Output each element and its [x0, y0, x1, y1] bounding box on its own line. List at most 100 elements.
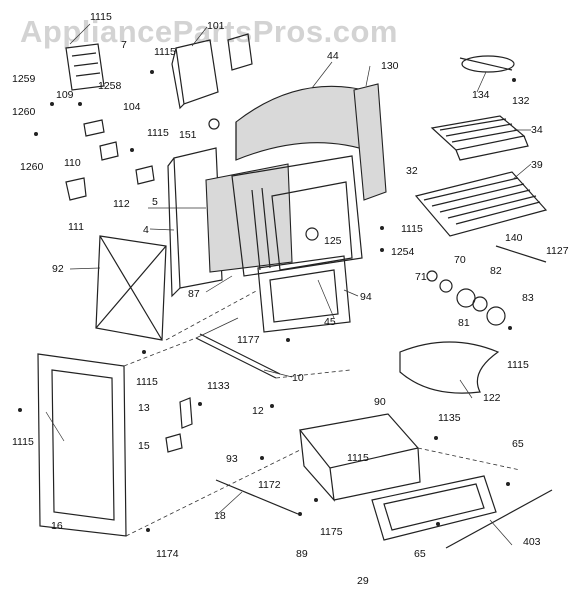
callout-65: 65 — [512, 438, 524, 450]
callout-151: 151 — [179, 129, 197, 141]
callout-1177: 1177 — [237, 334, 260, 346]
callout-1115: 1115 — [136, 376, 158, 388]
callout-81: 81 — [458, 317, 470, 329]
dash-2 — [123, 337, 197, 367]
part-panel-92 — [95, 235, 167, 341]
callout-130: 130 — [381, 60, 399, 72]
part-70 — [439, 279, 453, 293]
callout-89: 89 — [296, 548, 308, 560]
callout-65: 65 — [414, 548, 426, 560]
callout-70: 70 — [454, 254, 466, 266]
part-134 — [459, 55, 515, 73]
part-light-125 — [305, 227, 319, 241]
part-112 — [135, 165, 155, 185]
part-151 — [208, 118, 220, 130]
callout-1115: 1115 — [507, 359, 529, 371]
callout-109: 109 — [56, 89, 74, 101]
callout-1258: 1258 — [98, 80, 122, 92]
part-bracket-top — [227, 33, 253, 71]
callout-94: 94 — [360, 291, 372, 303]
callout-18: 18 — [214, 510, 226, 522]
callout-12: 12 — [252, 405, 264, 417]
screw-132 — [512, 78, 516, 82]
part-81 — [456, 288, 476, 308]
callout-labels: 1115 101 7 44 130 1115 134 132 1259 1258… — [12, 11, 569, 587]
part-oven-liner-5 — [205, 163, 293, 273]
callout-5: 5 — [152, 196, 158, 208]
callout-1260: 1260 — [12, 106, 36, 118]
part-frame-4 — [167, 147, 223, 298]
callout-1254: 1254 — [391, 246, 415, 258]
callout-10: 10 — [292, 372, 304, 384]
part-broil-pan-34 — [430, 115, 529, 161]
callout-1135: 1135 — [438, 412, 461, 424]
callout-101: 101 — [207, 20, 225, 32]
callout-1133: 1133 — [207, 380, 230, 392]
callout-104: 104 — [123, 101, 141, 113]
callout-34: 34 — [531, 124, 543, 136]
part-rod-403 — [445, 489, 553, 549]
callout-13: 13 — [138, 402, 150, 414]
part-oven-rack-39 — [414, 171, 548, 237]
dash-5 — [417, 447, 521, 471]
callout-39: 39 — [531, 159, 543, 171]
part-104 — [83, 119, 105, 137]
callout-125: 125 — [324, 235, 342, 247]
callout-82: 82 — [490, 265, 502, 277]
callout-45: 45 — [324, 316, 336, 328]
callout-1174: 1174 — [156, 548, 179, 560]
leader-lines — [45, 23, 532, 546]
part-15 — [165, 433, 183, 453]
callout-16: 16 — [51, 520, 63, 532]
callout-92: 92 — [52, 263, 64, 275]
part-element-122 — [399, 341, 500, 394]
callout-1127: 1127 — [546, 245, 569, 257]
callout-1115: 1115 — [401, 223, 423, 235]
part-door-16 — [37, 353, 127, 537]
part-rail-18 — [215, 479, 299, 515]
callout-1172: 1172 — [258, 479, 281, 491]
part-rod-140 — [495, 245, 547, 263]
callout-15: 15 — [138, 440, 150, 452]
callout-1115: 1115 — [147, 127, 169, 139]
part-drawer-front-29 — [371, 475, 497, 541]
part-71 — [426, 270, 438, 282]
part-rail-10 — [195, 337, 277, 379]
callout-71: 71 — [415, 271, 427, 283]
callout-32: 32 — [406, 165, 418, 177]
part-cover-101 — [171, 39, 219, 110]
part-top-panel-44 — [235, 85, 373, 161]
part-13 — [179, 397, 193, 429]
part-rail-10-edge — [199, 333, 281, 375]
part-front-frame-94 — [257, 255, 351, 333]
part-side-130 — [353, 83, 387, 201]
part-82 — [472, 296, 488, 312]
part-110 — [99, 141, 119, 161]
callout-1115: 1115 — [90, 11, 112, 23]
dash-1 — [165, 289, 259, 341]
callout-90: 90 — [374, 396, 386, 408]
callout-44: 44 — [327, 50, 339, 62]
callout-1259: 1259 — [12, 73, 36, 85]
callout-403: 403 — [523, 536, 541, 548]
dash-3 — [125, 449, 301, 537]
dash-4 — [275, 369, 351, 379]
callout-132: 132 — [512, 95, 530, 107]
part-oven-cavity — [231, 155, 363, 277]
callout-110: 110 — [64, 157, 81, 169]
callout-112: 112 — [113, 198, 130, 210]
callout-4: 4 — [143, 224, 149, 236]
callout-111: 111 — [68, 221, 84, 233]
callout-1175: 1175 — [320, 526, 343, 538]
callout-140: 140 — [505, 232, 523, 244]
callout-87: 87 — [188, 288, 200, 300]
callout-7: 7 — [121, 39, 127, 51]
callout-29: 29 — [357, 575, 369, 587]
callout-1260: 1260 — [20, 161, 44, 173]
part-bracket-7 — [65, 43, 105, 91]
callout-1115: 1115 — [154, 46, 176, 58]
part-bracket-111 — [65, 177, 87, 201]
callout-134: 134 — [472, 89, 490, 101]
